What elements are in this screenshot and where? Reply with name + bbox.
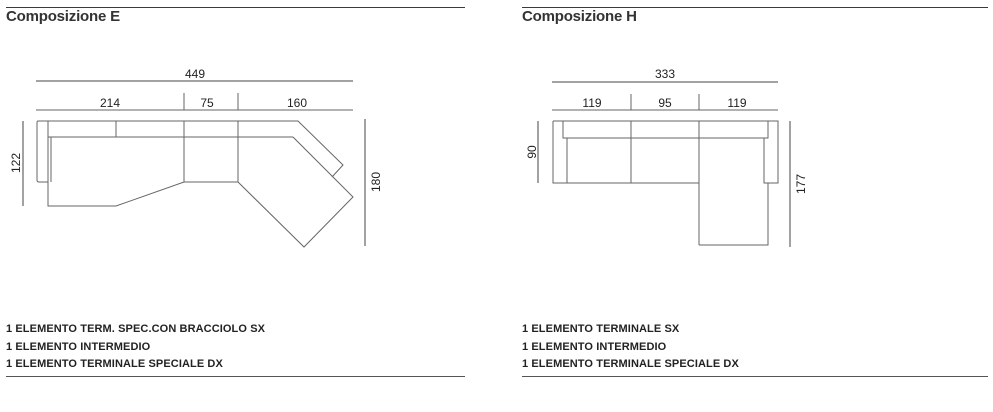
sofa-outline-h (552, 120, 779, 246)
segment-label-2: 95 (658, 96, 672, 110)
segment-label-1: 214 (100, 96, 120, 110)
total-width-label: 449 (185, 67, 205, 81)
bottom-rule (522, 376, 988, 377)
right-depth-dimension: 177 (789, 121, 808, 247)
composition-e-panel: Composizione E 449 214 75 160 122 180 (0, 0, 470, 412)
top-rule (6, 7, 465, 8)
total-width-dimension: 333 (552, 67, 778, 83)
left-depth-dimension: 122 (9, 121, 24, 206)
element-item: 1 ELEMENTO TERM. SPEC.CON BRACCIOLO SX (6, 323, 266, 335)
sofa-outline-e (36, 120, 354, 248)
segment-label-3: 119 (727, 96, 746, 110)
element-item: 1 ELEMENTO INTERMEDIO (522, 340, 667, 353)
segment-label-2: 75 (200, 96, 214, 110)
sofa-plan-drawing-e: 449 214 75 160 122 180 (9, 67, 383, 248)
element-item: 1 ELEMENTO TERMINALE SPECIALE DX (522, 358, 739, 370)
left-depth-label: 122 (9, 153, 23, 173)
top-rule (522, 7, 988, 8)
composition-title: Composizione H (522, 8, 637, 25)
total-width-dimension: 449 (36, 67, 353, 82)
element-item: 1 ELEMENTO TERMINALE SPECIALE DX (6, 358, 223, 370)
element-item: 1 ELEMENTO TERMINALE SX (522, 323, 680, 335)
bottom-rule (6, 376, 465, 377)
composition-h-panel: Composizione H 333 119 95 119 90 177 (515, 0, 993, 412)
left-depth-label: 90 (525, 145, 539, 159)
composition-title: Composizione E (6, 8, 120, 25)
segment-dimensions: 214 75 160 (36, 93, 353, 111)
element-list: 1 ELEMENTO TERM. SPEC.CON BRACCIOLO SX 1… (6, 321, 265, 374)
segment-dimensions: 119 95 119 (552, 94, 778, 111)
right-depth-label: 180 (369, 172, 383, 192)
sofa-plan-drawing-h: 333 119 95 119 90 177 (525, 67, 808, 247)
segment-label-3: 160 (287, 96, 307, 110)
element-item: 1 ELEMENTO INTERMEDIO (6, 340, 151, 353)
segment-label-1: 119 (582, 96, 601, 110)
right-depth-dimension: 180 (364, 119, 383, 246)
left-depth-dimension: 90 (525, 121, 539, 183)
right-depth-label: 177 (794, 174, 808, 194)
element-list: 1 ELEMENTO TERMINALE SX 1 ELEMENTO INTER… (522, 321, 739, 374)
total-width-label: 333 (655, 67, 675, 81)
